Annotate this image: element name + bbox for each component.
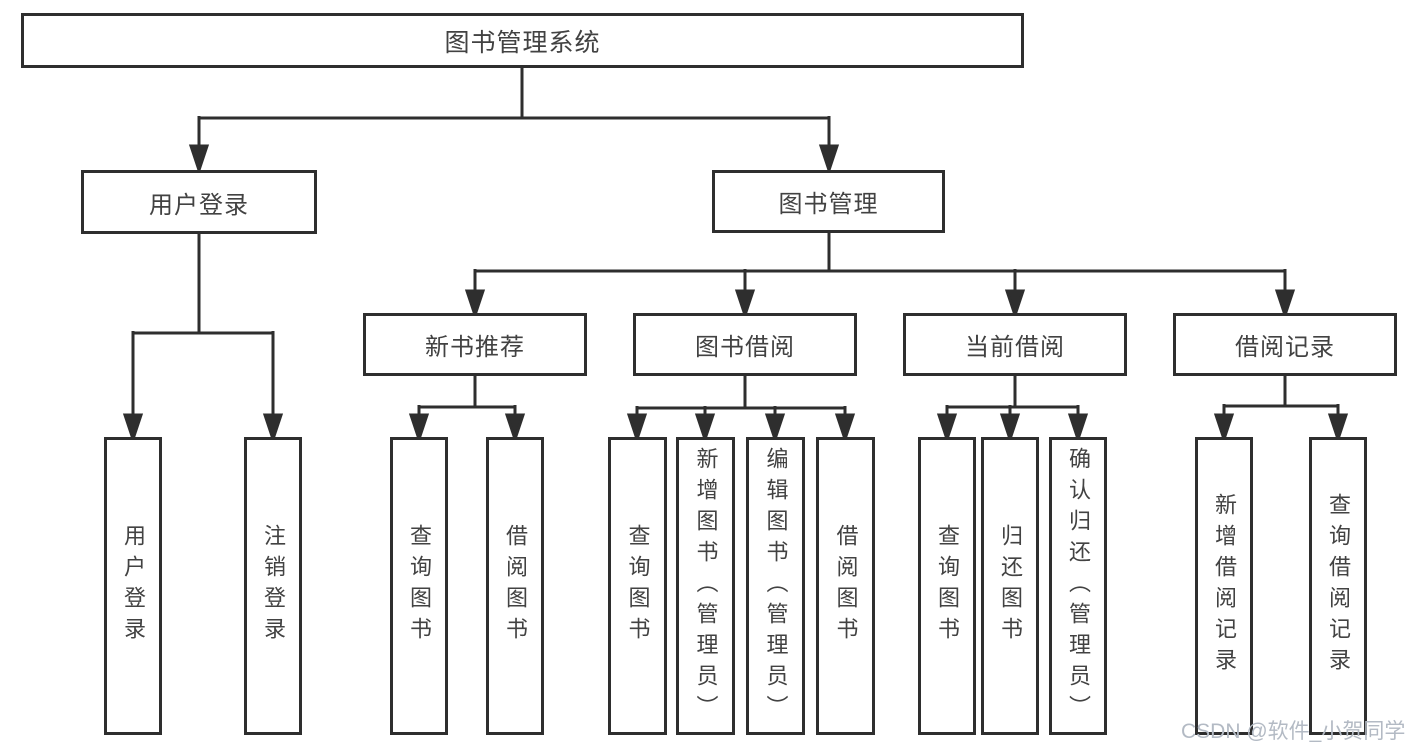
node-root-label: 图书管理系统 xyxy=(444,28,601,57)
node-leaf-borrow-books-1: 借阅图书 xyxy=(486,437,544,735)
node-current-borrow-label: 当前借阅 xyxy=(965,334,1065,361)
connector-user-login-to-leaves xyxy=(122,234,284,444)
connector-current-borrow-to-leaves xyxy=(936,376,1089,444)
node-leaf-query-books-2-label: 查询图书 xyxy=(625,524,651,648)
node-leaf-query-books-1: 查询图书 xyxy=(390,437,448,735)
node-leaf-edit-book-admin-label: 编辑图书（管理员） xyxy=(763,446,789,726)
node-leaf-add-borrow-record: 新增借阅记录 xyxy=(1195,437,1253,735)
node-leaf-query-books-1-label: 查询图书 xyxy=(407,524,432,648)
node-leaf-add-book-admin-label: 新增图书（管理员） xyxy=(693,446,719,726)
node-user-login-label: 用户登录 xyxy=(149,191,249,219)
connector-root-to-level2 xyxy=(188,66,840,175)
node-leaf-borrow-books-1-label: 借阅图书 xyxy=(503,524,528,648)
connector-new-book-to-leaves xyxy=(408,376,526,444)
connector-borrow-records-to-leaves xyxy=(1213,376,1349,444)
node-leaf-borrow-books-2-label: 借阅图书 xyxy=(833,524,859,648)
node-leaf-user-login: 用户登录 xyxy=(104,437,162,735)
node-leaf-return-book: 归还图书 xyxy=(981,437,1039,735)
node-borrow-records: 借阅记录 xyxy=(1173,313,1397,376)
node-current-borrow: 当前借阅 xyxy=(903,313,1127,376)
node-user-login: 用户登录 xyxy=(81,170,317,234)
watermark: CSDN @软件_小贺同学 xyxy=(1181,720,1405,743)
node-book-management: 图书管理 xyxy=(712,170,945,233)
node-root: 图书管理系统 xyxy=(21,13,1024,68)
node-leaf-user-login-label: 用户登录 xyxy=(121,524,146,648)
node-leaf-query-books-3-label: 查询图书 xyxy=(935,524,960,648)
node-book-management-label: 图书管理 xyxy=(778,191,879,218)
node-leaf-query-borrow-record-label: 查询借阅记录 xyxy=(1326,493,1351,679)
node-new-book-recommend-label: 新书推荐 xyxy=(425,334,525,361)
node-book-borrow-label: 图书借阅 xyxy=(695,334,795,361)
node-leaf-edit-book-admin: 编辑图书（管理员） xyxy=(746,437,805,735)
node-leaf-add-borrow-record-label: 新增借阅记录 xyxy=(1212,493,1237,679)
node-leaf-add-book-admin: 新增图书（管理员） xyxy=(676,437,735,735)
connector-book-management-to-level3 xyxy=(464,233,1296,320)
connector-book-borrow-to-leaves xyxy=(626,376,856,444)
node-new-book-recommend: 新书推荐 xyxy=(363,313,587,376)
node-borrow-records-label: 借阅记录 xyxy=(1235,334,1335,361)
node-leaf-logout: 注销登录 xyxy=(244,437,302,735)
node-leaf-query-books-2: 查询图书 xyxy=(608,437,667,735)
node-leaf-confirm-return-admin: 确认归还（管理员） xyxy=(1049,437,1107,735)
node-leaf-query-borrow-record: 查询借阅记录 xyxy=(1309,437,1367,735)
node-leaf-borrow-books-2: 借阅图书 xyxy=(816,437,875,735)
node-leaf-return-book-label: 归还图书 xyxy=(998,524,1023,648)
node-leaf-logout-label: 注销登录 xyxy=(261,524,286,648)
node-leaf-query-books-3: 查询图书 xyxy=(918,437,976,735)
node-leaf-confirm-return-admin-label: 确认归还（管理员） xyxy=(1066,446,1091,726)
node-book-borrow: 图书借阅 xyxy=(633,313,857,376)
